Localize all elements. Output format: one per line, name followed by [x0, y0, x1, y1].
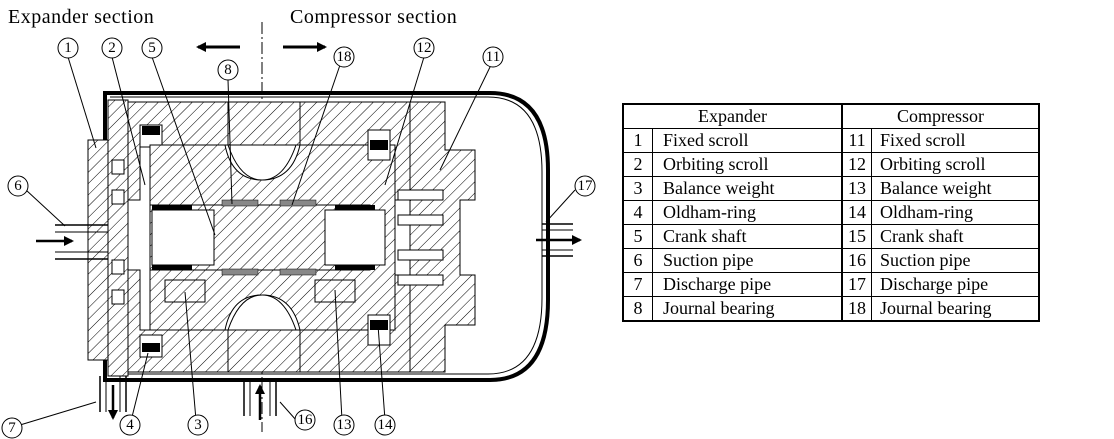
expander-part-name: Discharge pipe	[652, 272, 843, 297]
expander-part-number: 7	[622, 272, 653, 297]
callout-12	[413, 37, 435, 59]
expander-fixed-scroll-plate	[87, 139, 109, 361]
expander-header: Expander	[622, 103, 843, 129]
expander-part-name: Journal bearing	[652, 296, 843, 322]
expander-part-number: 5	[622, 224, 653, 249]
callouts	[1, 37, 596, 439]
expander-fixed-scroll	[107, 99, 129, 377]
upper-cavity	[227, 144, 297, 181]
compressor-part-name: Crank shaft	[871, 224, 1040, 249]
expander-part-name: Suction pipe	[652, 248, 843, 273]
callout-2	[101, 37, 123, 59]
compressor-part-number: 11	[841, 128, 872, 153]
outer-shell	[103, 91, 550, 382]
callout-6	[7, 175, 29, 197]
expander-part-number: 4	[622, 200, 653, 225]
compressor-part-number: 16	[841, 248, 872, 273]
callout-16	[294, 409, 316, 431]
compressor-scroll-wraps	[397, 189, 444, 286]
callout-label-11: 11	[486, 49, 500, 65]
callout-14	[374, 414, 396, 436]
expander-part-name: Fixed scroll	[652, 128, 843, 153]
expander-part-number: 1	[622, 128, 653, 153]
compressor-part-number: 15	[841, 224, 872, 249]
callout-label-2: 2	[108, 40, 116, 56]
expander-part-name: Oldham-ring	[652, 200, 843, 225]
compressor-part-number: 18	[841, 296, 872, 322]
lower-cavity	[227, 294, 297, 331]
callout-13	[333, 414, 355, 436]
frame-lower-bridge	[227, 329, 301, 373]
compressor-part-number: 14	[841, 200, 872, 225]
expander-part-number: 2	[622, 152, 653, 177]
compressor-section-title: Compressor section	[290, 6, 458, 28]
callout-label-8: 8	[224, 62, 232, 78]
callout-label-18: 18	[337, 49, 352, 65]
callout-label-12: 12	[417, 40, 432, 56]
callout-8	[217, 59, 239, 81]
expander-scroll-wraps	[111, 159, 125, 305]
compressor-discharge-pipe	[536, 223, 582, 257]
callout-7	[1, 417, 23, 439]
callout-1	[57, 37, 79, 59]
compressor-part-name: Discharge pipe	[871, 272, 1040, 297]
callout-label-6: 6	[14, 178, 22, 194]
callout-label-13: 13	[337, 417, 352, 433]
callout-label-3: 3	[194, 417, 202, 433]
callout-label-14: 14	[378, 417, 394, 433]
callout-label-4: 4	[126, 417, 134, 433]
expander-part-name: Orbiting scroll	[652, 152, 843, 177]
frame-upper-bridge	[227, 101, 301, 146]
expander-section-title: Expander section	[8, 6, 155, 28]
callout-label-17: 17	[578, 178, 594, 194]
expander-part-number: 8	[622, 296, 653, 322]
expander-part-number: 3	[622, 176, 653, 201]
callout-11	[482, 46, 504, 68]
compressor-part-number: 13	[841, 176, 872, 201]
compressor-part-name: Orbiting scroll	[871, 152, 1040, 177]
callout-labels: 1 2 5 8 18 12 11 6 17 7 4 3 16 13 14	[8, 40, 593, 436]
compressor-part-name: Fixed scroll	[871, 128, 1040, 153]
callout-label-16: 16	[298, 412, 314, 428]
callout-17	[574, 175, 596, 197]
callout-label-7: 7	[8, 420, 16, 436]
compressor-crank-pin	[324, 209, 386, 266]
compressor-part-name: Journal bearing	[871, 296, 1040, 322]
compressor-part-number: 17	[841, 272, 872, 297]
legend-header-row: Expander Compressor	[622, 103, 1040, 129]
compressor-header: Compressor	[841, 103, 1040, 129]
expander-part-name: Balance weight	[652, 176, 843, 201]
callout-label-5: 5	[148, 40, 156, 56]
compressor-part-number: 12	[841, 152, 872, 177]
expander-part-name: Crank shaft	[652, 224, 843, 249]
cross-section-drawing: 1 2 5 8 18 12 11 6 17 7 4 3 16 13 14	[1, 22, 596, 439]
compressor-suction-pipe	[243, 380, 277, 420]
compressor-part-name: Balance weight	[871, 176, 1040, 201]
journal-bearings	[221, 199, 317, 276]
callout-18	[333, 46, 355, 68]
leader-lines	[19, 56, 576, 426]
expander-part-number: 6	[622, 248, 653, 273]
compressor-part-name: Oldham-ring	[871, 200, 1040, 225]
compressor-fixed-scroll	[409, 101, 476, 373]
balance-weight-3	[164, 279, 206, 303]
callout-4	[119, 414, 141, 436]
callout-3	[187, 414, 209, 436]
expander-discharge-pipe	[99, 376, 127, 420]
callout-label-1: 1	[64, 40, 72, 56]
inner-shell	[110, 96, 543, 375]
expander-crank-pin	[151, 209, 215, 266]
compressor-part-name: Suction pipe	[871, 248, 1040, 273]
callout-5	[141, 37, 163, 59]
